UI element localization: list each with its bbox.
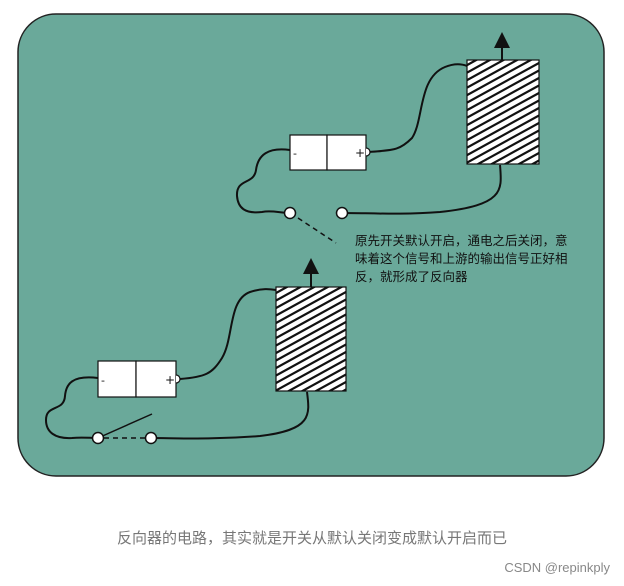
lower-coil-winding-line xyxy=(276,321,346,362)
upper-coil-winding-line xyxy=(467,84,539,127)
lower-coil-winding-line xyxy=(276,287,303,302)
lower-wire-minus-to-switch xyxy=(44,376,99,440)
lower-coil-winding-line xyxy=(327,381,346,391)
lower-coil-winding-line xyxy=(313,373,346,391)
upper-coil-winding-line xyxy=(467,60,534,97)
upper-switch xyxy=(283,206,349,220)
lower-battery: - + xyxy=(97,360,181,398)
upper-coil-winding-line xyxy=(467,99,539,142)
upper-coil-winding-line xyxy=(467,77,539,119)
lower-switch xyxy=(91,431,158,445)
upper-coil-winding-line xyxy=(503,144,539,164)
lower-coil-winding-line xyxy=(276,336,346,377)
upper-coil-winding-line xyxy=(475,129,539,164)
lower-coil-winding-line xyxy=(276,351,346,391)
upper-coil-winding-line xyxy=(467,62,539,104)
annotation-text: 原先开关默认开启，通电之后关闭，意味着这个信号和上游的输出信号正好相反，就形成了… xyxy=(355,233,568,284)
upper-coil-winding-line xyxy=(467,69,539,112)
upper-switch-lever-dashed xyxy=(297,217,337,244)
lower-wire-plus-to-coil xyxy=(179,288,277,380)
upper-wire-coil-to-switch xyxy=(341,164,502,215)
lower-battery-minus-label: - xyxy=(101,374,105,387)
lower-coil-winding-line xyxy=(286,358,346,391)
upper-coil-winding-line xyxy=(467,60,493,74)
lower-coil-winding-line xyxy=(276,287,331,317)
upper-coil-winding-line xyxy=(467,122,539,164)
upper-coil-winding-line xyxy=(467,114,539,157)
lower-coil-winding-line xyxy=(276,313,346,354)
upper-switch-contact-left xyxy=(283,206,297,220)
lower-coil-winding-line xyxy=(276,298,346,339)
lower-wire-coil-to-switch xyxy=(150,391,310,440)
upper-coil-winding-line xyxy=(467,107,539,149)
upper-relay-coil xyxy=(466,59,540,165)
lower-battery-plus-label: + xyxy=(165,373,175,387)
lower-coil-winding-line xyxy=(276,328,346,369)
upper-coil-winding-line xyxy=(489,137,539,164)
upper-coil-winding-line xyxy=(516,152,539,164)
watermark: CSDN @repinkply xyxy=(504,560,610,575)
lower-switch-contact-right xyxy=(144,431,158,445)
lower-coil-winding-line xyxy=(300,366,346,391)
lower-switch-contact-left xyxy=(91,431,105,445)
upper-battery-plus-label: + xyxy=(355,146,365,160)
upper-switch-contact-right xyxy=(335,206,349,220)
inverter-circuit-diagram: - + - + xyxy=(17,13,605,477)
figure-caption: 反向器的电路，其实就是开关从默认关闭变成默认开启而已 xyxy=(116,529,507,547)
upper-battery-minus-label: - xyxy=(293,147,297,160)
upper-battery: - + xyxy=(289,134,371,171)
upper-coil-winding-line xyxy=(467,60,506,82)
upper-coil-winding-line xyxy=(467,92,539,134)
upper-wire-plus-to-coil xyxy=(368,63,468,153)
upper-circuit xyxy=(235,32,510,244)
lower-coil-winding-line xyxy=(276,306,346,347)
lower-coil-winding-line xyxy=(276,343,346,384)
lower-switch-lever xyxy=(97,413,153,439)
lower-circuit xyxy=(44,258,319,440)
upper-wire-minus-to-switch xyxy=(235,148,291,214)
upper-coil-winding-line xyxy=(467,60,520,89)
lower-coil-winding-line xyxy=(276,291,346,332)
lower-relay-coil xyxy=(275,286,347,392)
lower-coil-winding-line xyxy=(276,287,317,309)
lower-coil-winding-line xyxy=(276,287,344,324)
